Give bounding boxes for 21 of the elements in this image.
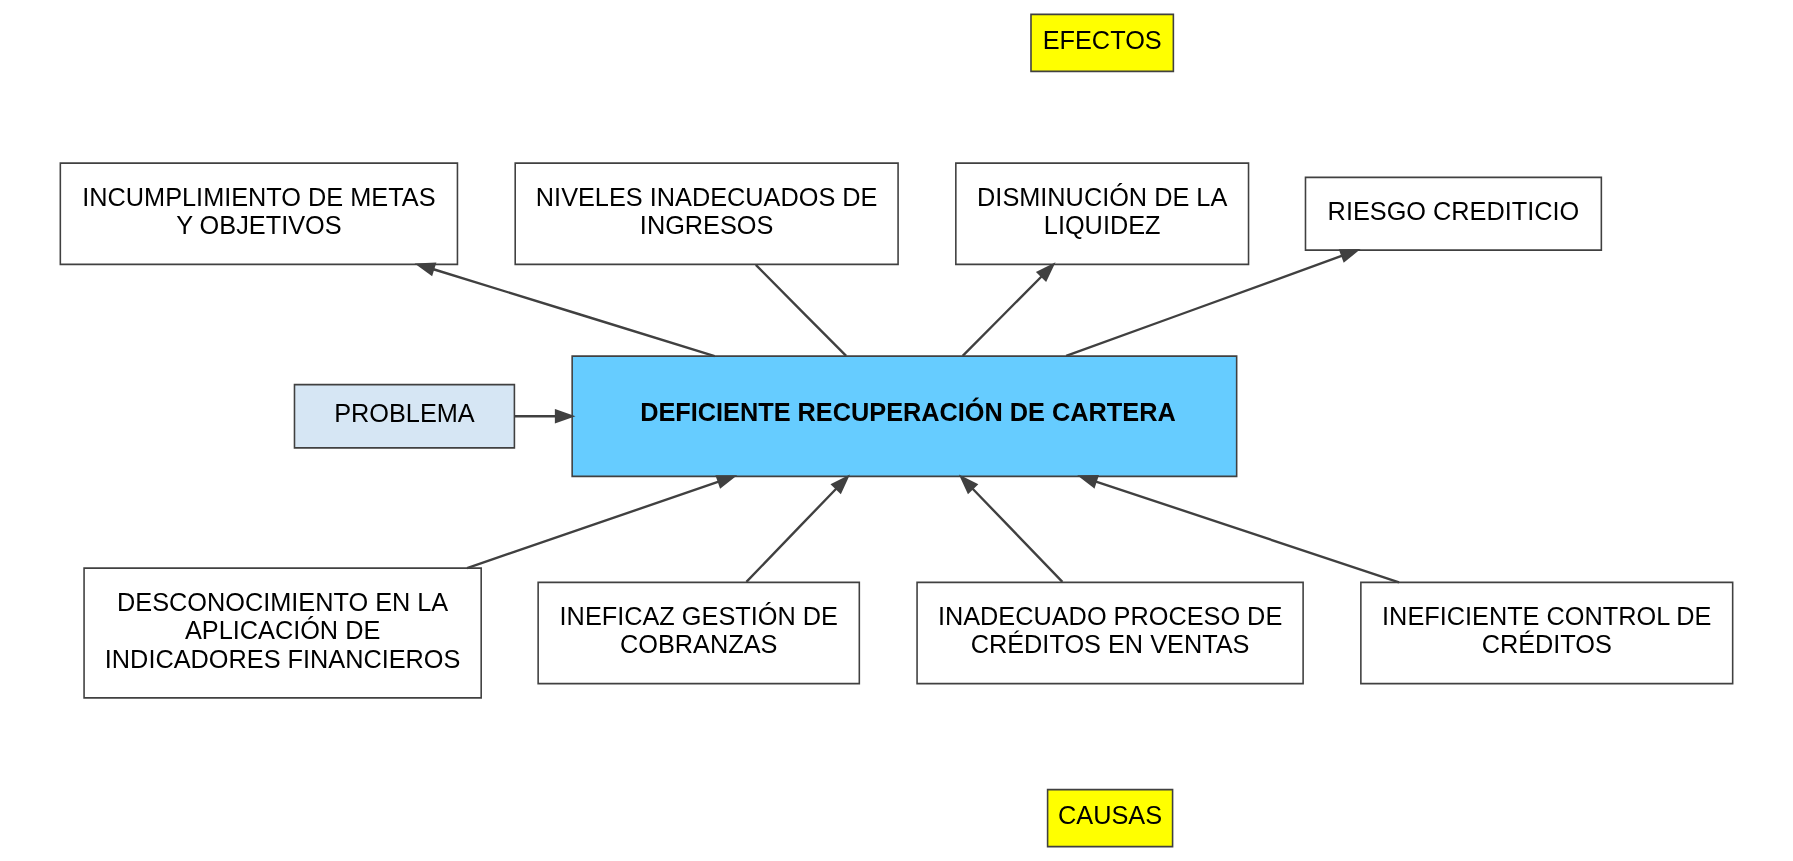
node-box: PROBLEMA: [293, 383, 516, 449]
node-box: INCUMPLIMIENTO DE METAS Y OBJETIVOS: [59, 162, 459, 266]
arrow: [958, 474, 1064, 583]
node-box: NIVELES INADECUADOS DE INGRESOS: [514, 162, 899, 266]
arrow: [1077, 474, 1400, 584]
arrow: [514, 409, 576, 424]
connector: [754, 264, 847, 357]
node-box: DEFICIENTE RECUPERACIÓN DE CARTERA: [571, 355, 1238, 478]
arrow: [1065, 249, 1361, 358]
node-box: INADECUADO PROCESO DE CRÉDITOS EN VENTAS: [916, 581, 1304, 685]
arrow: [466, 475, 738, 570]
node-box: DISMINUCIÓN DE LA LIQUIDEZ: [955, 162, 1250, 266]
node-box: INEFICIENTE CONTROL DE CRÉDITOS: [1360, 581, 1734, 685]
node-box: DESCONOCIMIENTO EN LA APLICACIÓN DE INDICADORES FINANCIEROS: [83, 567, 482, 699]
node-box: RIESGO CREDITICIO: [1304, 176, 1603, 251]
arrow: [745, 474, 850, 583]
node-box: EFECTOS: [1030, 13, 1175, 73]
arrow: [414, 262, 715, 358]
node-box: CAUSAS: [1046, 788, 1174, 848]
node-box: INEFICAZ GESTIÓN DE COBRANZAS: [537, 581, 861, 685]
arrow: [961, 262, 1056, 357]
